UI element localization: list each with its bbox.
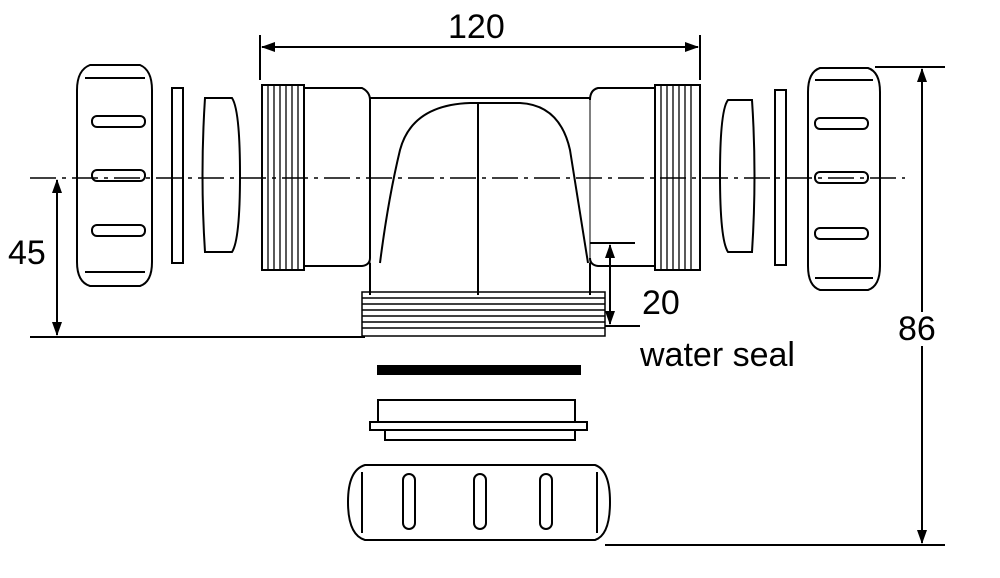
left-washer <box>171 87 184 264</box>
seal-ring <box>377 365 581 375</box>
dimension-45-label: 45 <box>8 234 46 272</box>
bottom-collar <box>369 399 588 441</box>
left-cone <box>201 97 242 253</box>
right-nut <box>807 67 881 291</box>
water-seal-label: water seal <box>640 336 795 374</box>
bottom-thread <box>361 291 606 337</box>
dimension-86 <box>605 66 945 546</box>
right-cone <box>718 99 756 253</box>
left-nut <box>76 64 153 287</box>
dimension-20 <box>590 242 640 327</box>
dimension-86-label: 86 <box>898 310 936 348</box>
dimension-20-label: 20 <box>642 284 680 322</box>
right-washer <box>774 89 787 266</box>
tee-body <box>369 97 591 295</box>
dimension-120 <box>259 35 701 80</box>
dimension-120-label: 120 <box>448 8 505 46</box>
bottom-nut <box>346 464 612 541</box>
right-threaded-end <box>589 84 701 271</box>
dimension-45 <box>30 179 365 338</box>
